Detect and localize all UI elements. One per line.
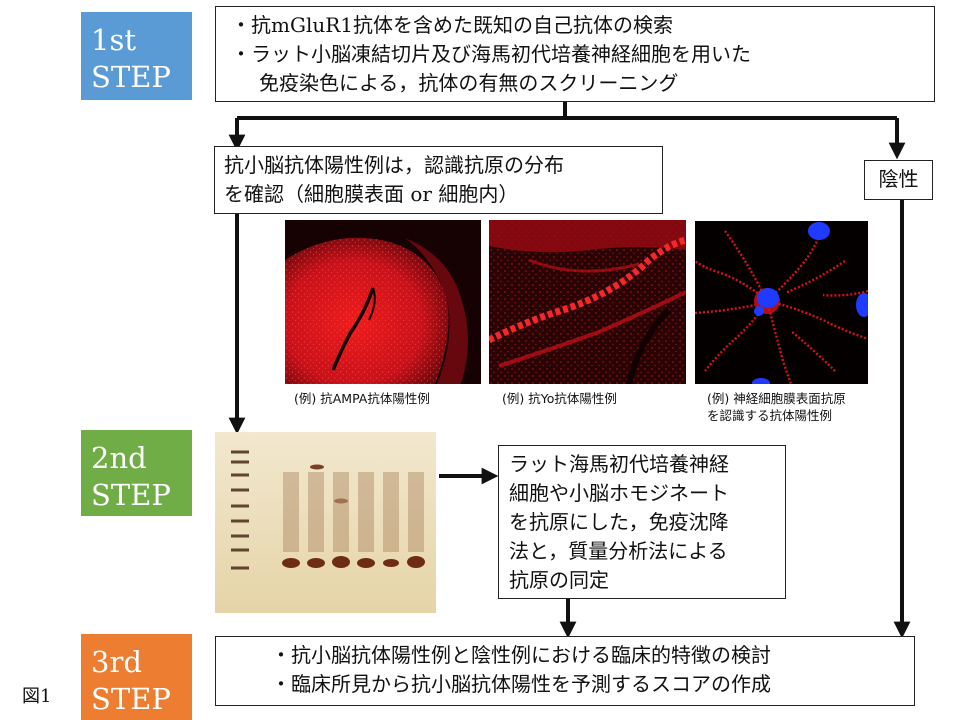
silver-stained-gel [215,432,436,613]
step-1-box: ・抗mGluR1抗体を含めた既知の自己抗体の検索 ・ラット小脳凍結切片及び海馬初… [215,6,935,102]
negative-box: 陰性 [864,160,933,200]
step-1-label: 1st STEP [81,12,192,100]
step-2-number: 2nd [91,441,147,475]
step-3-label: 3rd STEP [81,634,192,720]
micrograph-ampa [285,220,481,384]
step-3-word: STEP [91,682,171,716]
step-3-box: ・抗小脳抗体陽性例と陰性例における臨床的特徴の検討 ・臨床所見から抗小脳抗体陽性… [215,636,915,706]
step-2-line-3: を抗原にした，免疫沈降 [509,510,729,534]
step-2-label: 2nd STEP [81,430,192,516]
positive-case-box: 抗小脳抗体陽性例は，認識抗原の分布 を確認（細胞膜表面 or 細胞内） [214,146,663,214]
micrograph-membrane-antigen [695,221,868,384]
step-2-line-2: 細胞や小脳ホモジネート [509,481,729,505]
caption-ampa: (例) 抗AMPA抗体陽性例 [294,391,430,406]
step-3-item-1: ・抗小脳抗体陽性例と陰性例における臨床的特徴の検討 [271,643,771,667]
step-2-line-5: 抗原の同定 [509,568,609,592]
step-2-word: STEP [91,478,171,512]
step-2-line-1: ラット海馬初代培養神経 [509,452,729,476]
caption-membrane-line-1: (例) 神経細胞膜表面抗原 [707,391,846,406]
step-1-item-1: ・抗mGluR1抗体を含めた既知の自己抗体の検索 [231,13,674,37]
step-2-line-4: 法と，質量分析法による [509,539,728,563]
figure-label: 図1 [22,686,52,707]
positive-case-line-1: 抗小脳抗体陽性例は，認識抗原の分布 [224,153,564,177]
caption-membrane-line-2: を認識する抗体陽性例 [707,408,833,423]
negative-label: 陰性 [878,167,919,191]
micrograph-yo [489,220,686,384]
step-1-item-2: ・ラット小脳凍結切片及び海馬初代培養神経細胞を用いた [231,42,751,66]
step-1-word: STEP [91,60,171,94]
step-2-box: ラット海馬初代培養神経 細胞や小脳ホモジネート を抗原にした，免疫沈降 法と，質… [498,445,786,599]
step-1-item-2-cont: 免疫染色による，抗体の有無のスクリーニング [259,71,679,95]
positive-case-line-2: を確認（細胞膜表面 or 細胞内） [224,182,519,206]
step-1-number: 1st [91,23,136,57]
caption-yo: (例) 抗Yo抗体陽性例 [502,391,617,406]
step-3-item-2: ・臨床所見から抗小脳抗体陽性を予測するスコアの作成 [271,672,771,696]
step-3-number: 3rd [91,645,142,679]
caption-membrane: (例) 神経細胞膜表面抗原 を認識する抗体陽性例 [707,390,846,424]
